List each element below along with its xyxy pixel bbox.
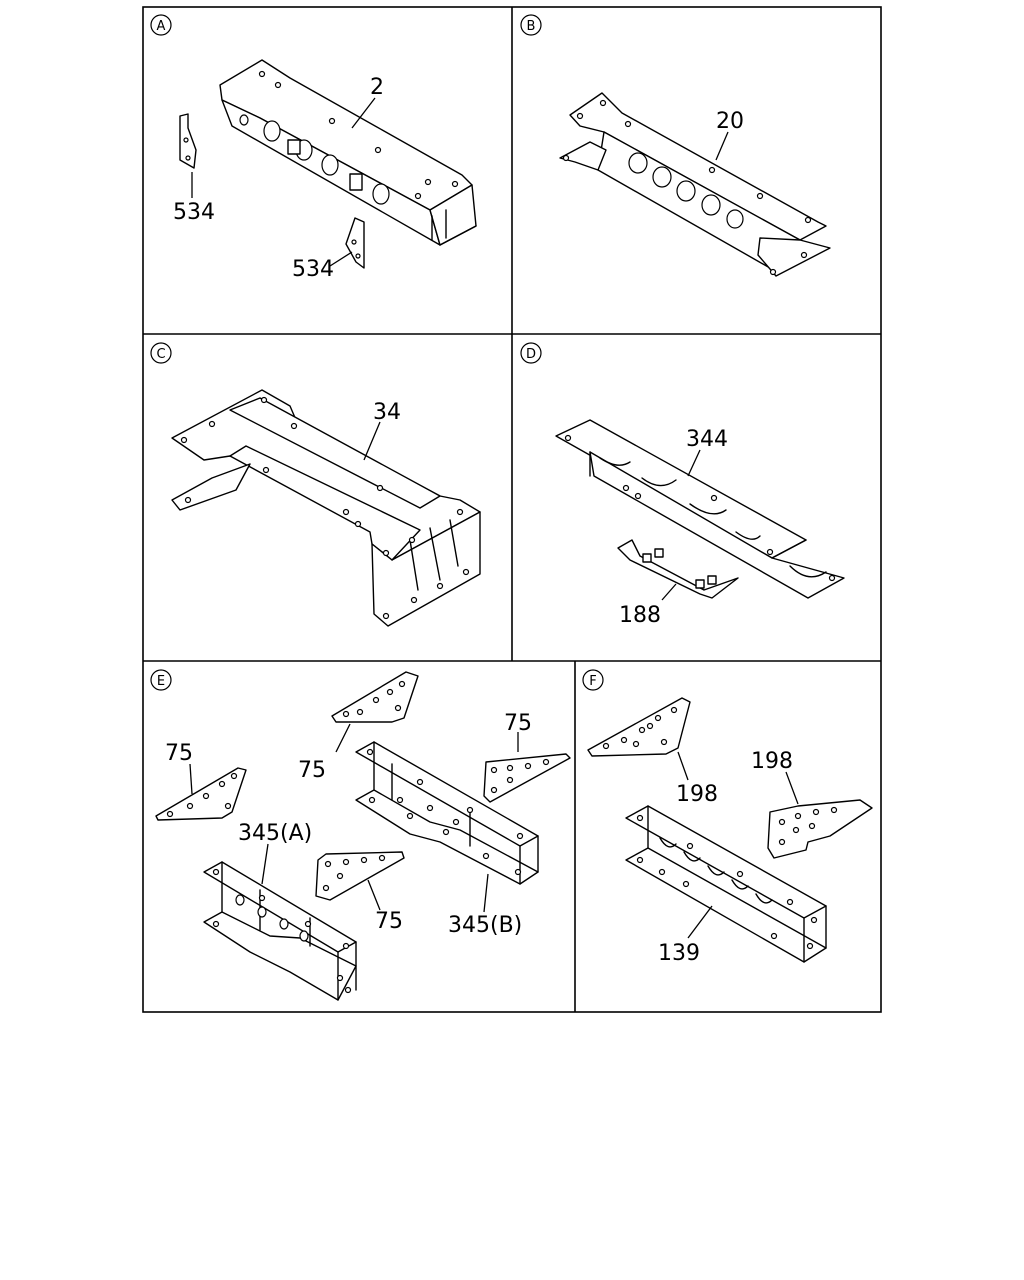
leader-75-top (335, 723, 351, 753)
leader-139 (687, 905, 713, 939)
panel-d-letter-marker: D (520, 342, 542, 364)
leader-198-left (677, 751, 689, 781)
crossmember-345a-drawing (203, 861, 357, 1001)
bracket-534-upper-drawing (179, 113, 197, 169)
leader-188 (661, 583, 677, 601)
crossmember-20-drawing (559, 92, 831, 277)
panel-a: A (150, 14, 477, 282)
crossmember-344-drawing (555, 419, 845, 599)
panel-c-letter-marker: C (150, 342, 172, 364)
gusset-75-right-drawing (483, 753, 571, 803)
panel-grid (142, 6, 882, 1013)
panel-d: D 344 188 (520, 342, 845, 628)
leader-345a (261, 843, 269, 885)
part-label-2: 2 (370, 75, 384, 100)
crossmember-34-drawing (171, 389, 481, 627)
panel-f: F (582, 669, 873, 966)
panel-a-letter: A (157, 19, 166, 34)
panel-b-letter: B (527, 19, 536, 34)
panel-f-letter: F (589, 674, 596, 689)
panel-e-letter: E (157, 674, 165, 689)
bracket-188-drawing (617, 539, 739, 599)
panel-e: E (150, 669, 571, 1001)
part-label-198-left: 198 (676, 782, 718, 807)
part-label-75-middle: 75 (375, 909, 403, 934)
leader-2 (351, 97, 376, 129)
panel-b-letter-marker: B (520, 14, 542, 36)
part-label-534-lower: 534 (292, 257, 334, 282)
panel-d-letter: D (526, 347, 536, 362)
panel-f-letter-marker: F (582, 669, 604, 691)
panel-c: C 34 (150, 342, 481, 627)
gusset-198-right-drawing (767, 799, 873, 859)
part-label-34: 34 (373, 400, 401, 425)
panel-a-letter-marker: A (150, 14, 172, 36)
panel-c-letter: C (156, 347, 165, 362)
part-label-534-upper: 534 (173, 200, 215, 225)
part-label-75-right: 75 (504, 711, 532, 736)
crossmember-345b-drawing (355, 741, 539, 885)
part-label-75-left: 75 (165, 741, 193, 766)
leader-345b (483, 873, 489, 913)
part-label-344: 344 (686, 427, 728, 452)
leader-344 (687, 449, 701, 477)
gusset-75-top-drawing (331, 671, 419, 723)
leader-534-lower (329, 251, 353, 267)
part-label-345a: 345(A) (238, 821, 312, 846)
bracket-534-lower-drawing (345, 217, 365, 269)
crossmember-2-drawing (219, 59, 477, 246)
leader-34 (363, 421, 381, 461)
gusset-75-left-drawing (155, 767, 247, 821)
gusset-198-left-drawing (587, 697, 691, 757)
panel-e-letter-marker: E (150, 669, 172, 691)
leader-20 (715, 131, 729, 161)
part-label-139: 139 (658, 941, 700, 966)
leader-198-right (785, 771, 799, 805)
part-label-345b: 345(B) (448, 913, 522, 938)
panel-b: B 20 (520, 14, 831, 277)
gusset-75-middle-drawing (315, 851, 405, 901)
part-label-75-top: 75 (298, 758, 326, 783)
part-label-188: 188 (619, 603, 661, 628)
part-label-20: 20 (716, 109, 744, 134)
leader-75-middle (367, 879, 381, 911)
part-label-198-right: 198 (751, 749, 793, 774)
leader-75-left (189, 763, 193, 795)
crossmember-139-drawing (625, 805, 827, 963)
